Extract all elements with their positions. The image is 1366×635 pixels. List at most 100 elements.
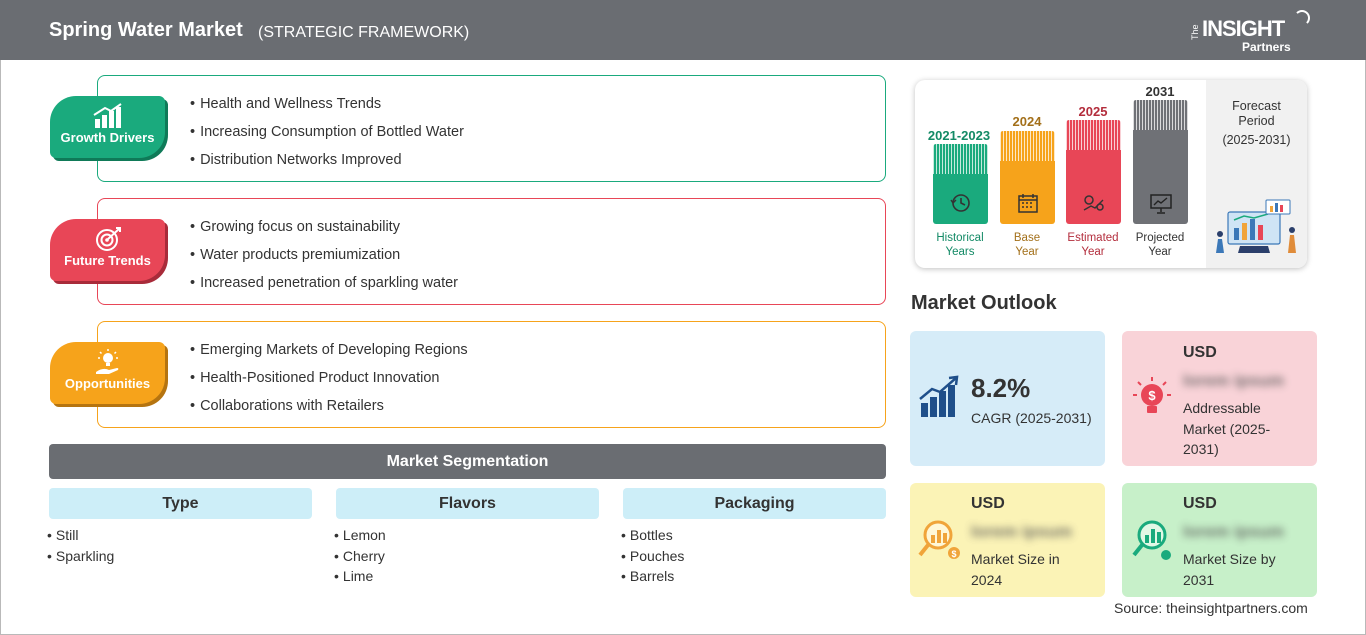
opportunities-list: Emerging Markets of Developing Regions H… bbox=[190, 341, 468, 425]
addressable-label: Addressable Market (2025-2031) bbox=[1183, 400, 1271, 457]
market-segmentation-header: Market Segmentation bbox=[49, 444, 886, 479]
bar-base bbox=[1000, 131, 1055, 224]
logo-insight: INSIGHT bbox=[1202, 16, 1285, 41]
logo-the: The bbox=[1190, 24, 1200, 40]
logo-partners: Partners bbox=[1242, 40, 1291, 54]
cagr-label: CAGR (2025-2031) bbox=[971, 410, 1092, 426]
label-estimated-line2: Year bbox=[1081, 246, 1105, 258]
presentation-chart-icon bbox=[1150, 194, 1172, 214]
label-estimated: Estimated Year bbox=[1058, 231, 1128, 259]
growth-bars-icon bbox=[919, 375, 959, 417]
bar-stripes bbox=[1066, 120, 1121, 150]
list-item: Emerging Markets of Developing Regions bbox=[190, 341, 468, 369]
opportunities-box: Emerging Markets of Developing Regions H… bbox=[97, 321, 886, 428]
growth-chart-icon bbox=[92, 103, 122, 128]
size-2031-usd: USD bbox=[1183, 495, 1217, 512]
label-projected: Projected Year bbox=[1125, 231, 1195, 259]
label-projected-line2: Year bbox=[1148, 246, 1172, 258]
market-outlook-title: Market Outlook bbox=[911, 292, 1057, 314]
magnifier-chart-icon bbox=[1132, 520, 1171, 560]
label-base: Base Year bbox=[992, 231, 1062, 259]
list-item: Cherry bbox=[334, 548, 386, 569]
svg-text:$: $ bbox=[1148, 388, 1156, 403]
list-item: Barrels bbox=[621, 568, 684, 589]
label-historical-line1: Historical bbox=[936, 232, 984, 244]
target-icon bbox=[95, 227, 121, 251]
calendar-icon bbox=[1018, 194, 1038, 213]
gears-chart-icon bbox=[1083, 195, 1104, 211]
market-size-2024-card: $ USD lorem ipsum Market Size in 2024 bbox=[910, 483, 1105, 597]
label-base-line1: Base bbox=[1013, 232, 1041, 244]
bar-stripes bbox=[1000, 131, 1055, 161]
growth-drivers-box: Health and Wellness Trends Increasing Co… bbox=[97, 75, 886, 182]
logo-arc-icon bbox=[1294, 10, 1310, 26]
timeline-card: 2021-2023 Historical Years 2024 Base Yea… bbox=[915, 80, 1307, 268]
page-subtitle: (STRATEGIC FRAMEWORK) bbox=[258, 24, 470, 41]
clock-history-icon bbox=[950, 194, 970, 212]
list-item: Pouches bbox=[621, 548, 684, 569]
future-trends-label: Future Trends bbox=[64, 253, 151, 268]
future-trends-box: Growing focus on sustainability Water pr… bbox=[97, 198, 886, 305]
segment-list-type: Still Sparkling bbox=[47, 527, 114, 568]
bar-estimated bbox=[1066, 120, 1121, 224]
future-trends-list: Growing focus on sustainability Water pr… bbox=[190, 218, 458, 302]
year-base: 2024 bbox=[1012, 114, 1042, 129]
opportunities-badge: Opportunities bbox=[50, 342, 165, 404]
bar-projected bbox=[1133, 100, 1188, 224]
insight-partners-logo[interactable]: The INSIGHT Partners bbox=[1190, 10, 1310, 54]
page-title: Spring Water Market bbox=[49, 19, 243, 41]
segment-list-flavors: Lemon Cherry Lime bbox=[334, 527, 386, 589]
list-item: Health and Wellness Trends bbox=[190, 95, 464, 123]
size-2024-usd: USD bbox=[971, 495, 1005, 512]
label-projected-line1: Projected bbox=[1135, 232, 1185, 244]
growth-drivers-label: Growth Drivers bbox=[60, 130, 155, 145]
segment-list-packaging: Bottles Pouches Barrels bbox=[621, 527, 684, 589]
segment-head-packaging: Packaging bbox=[623, 488, 886, 519]
list-item: Growing focus on sustainability bbox=[190, 218, 458, 246]
source-text: Source: theinsightpartners.com bbox=[1114, 600, 1308, 616]
size-2031-label: Market Size by 2031 bbox=[1183, 551, 1276, 588]
label-historical: Historical Years bbox=[925, 231, 995, 259]
forecast-line3: (2025-2031) bbox=[1222, 133, 1291, 147]
list-item: Lime bbox=[334, 568, 386, 589]
year-historical: 2021-2023 bbox=[927, 128, 991, 143]
segment-head-flavors: Flavors bbox=[336, 488, 599, 519]
list-item: Still bbox=[47, 527, 114, 548]
list-item: Increasing Consumption of Bottled Water bbox=[190, 123, 464, 151]
analytics-illustration-icon bbox=[1216, 199, 1296, 253]
size-2024-value-blurred: lorem ipsum bbox=[971, 522, 1073, 541]
growth-drivers-badge: Growth Drivers bbox=[50, 96, 165, 158]
segment-head-type: Type bbox=[49, 488, 312, 519]
bulb-dollar-icon: $ bbox=[1133, 377, 1171, 413]
addressable-value-blurred: lorem ipsum bbox=[1183, 371, 1285, 390]
growth-drivers-list: Health and Wellness Trends Increasing Co… bbox=[190, 95, 464, 179]
header-bar: Spring Water Market (STRATEGIC FRAMEWORK… bbox=[0, 0, 1366, 60]
list-item: Sparkling bbox=[47, 548, 114, 569]
svg-text:$: $ bbox=[951, 549, 956, 559]
bar-stripes bbox=[933, 144, 988, 174]
list-item: Lemon bbox=[334, 527, 386, 548]
year-estimated: 2025 bbox=[1078, 104, 1108, 119]
addressable-market-card: $ USD lorem ipsum Addressable Market (20… bbox=[1122, 331, 1317, 466]
list-item: Collaborations with Retailers bbox=[190, 397, 468, 425]
forecast-line2: Period bbox=[1238, 114, 1275, 128]
market-size-2031-card: USD lorem ipsum Market Size by 2031 bbox=[1122, 483, 1317, 597]
list-item: Health-Positioned Product Innovation bbox=[190, 369, 468, 397]
forecast-line1: Forecast bbox=[1232, 99, 1281, 113]
size-2024-label: Market Size in 2024 bbox=[971, 551, 1060, 588]
magnifier-chart-icon: $ bbox=[918, 520, 960, 559]
future-trends-badge: Future Trends bbox=[50, 219, 165, 281]
year-projected: 2031 bbox=[1145, 84, 1175, 99]
list-item: Bottles bbox=[621, 527, 684, 548]
label-base-line2: Year bbox=[1015, 246, 1039, 258]
size-2031-value-blurred: lorem ipsum bbox=[1183, 522, 1285, 541]
cagr-value: 8.2% bbox=[971, 373, 1031, 403]
list-item: Water products premiumization bbox=[190, 246, 458, 274]
bar-historical bbox=[933, 144, 988, 224]
bar-stripes bbox=[1133, 100, 1188, 130]
cagr-card: 8.2% CAGR (2025-2031) bbox=[910, 331, 1105, 466]
label-historical-line2: Years bbox=[945, 246, 975, 258]
addressable-usd: USD bbox=[1183, 344, 1217, 361]
list-item: Increased penetration of sparkling water bbox=[190, 274, 458, 302]
lightbulb-hand-icon bbox=[95, 349, 118, 374]
